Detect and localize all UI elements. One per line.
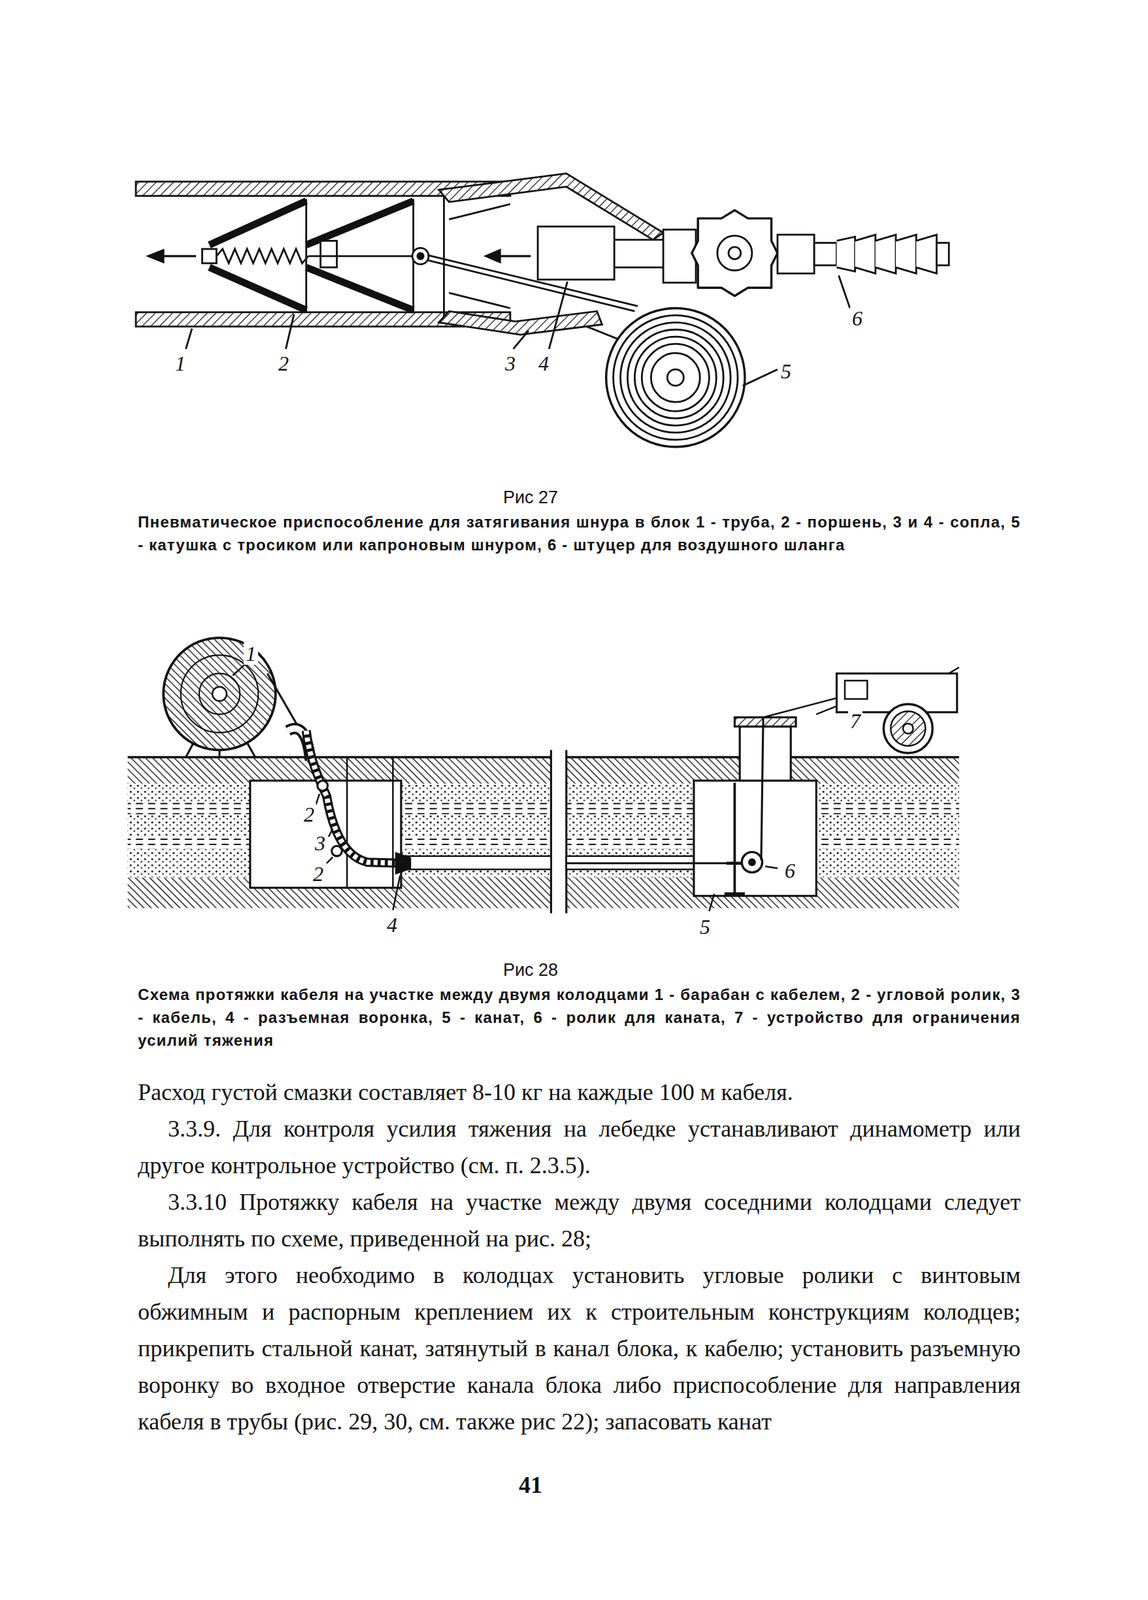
page-number: 41 [518, 1471, 543, 1498]
callout-number: 4 [384, 913, 400, 936]
pneumatic-device [135, 173, 949, 447]
figure-number: Рис 28 [503, 959, 558, 981]
callout-number: 4 [536, 352, 551, 375]
callout-number: 2 [276, 352, 291, 375]
callout-number: 1 [243, 642, 259, 665]
callout-number: 7 [848, 709, 863, 732]
callout-number: 2 [301, 803, 317, 826]
figure-caption: Пневматическое приспособление для затяги… [137, 510, 1021, 557]
callout-number: 5 [778, 360, 794, 383]
body-paragraph: Для этого необходимо в колодцах установи… [137, 1256, 1021, 1440]
callout-number: 3 [503, 352, 518, 375]
body-paragraph: 3.3.9. Для контроля усилия тяжения на ле… [137, 1110, 1021, 1184]
callout-number: 6 [782, 859, 798, 882]
callout-number: 6 [850, 307, 865, 330]
figure-caption: Схема протяжки кабеля на участке между д… [137, 982, 1021, 1052]
figure-number: Рис 27 [503, 486, 558, 508]
body-paragraph: Расход густой смазки составляет 8-10 кг … [137, 1073, 1021, 1111]
cable-pulling-scheme [127, 637, 959, 914]
callout-number: 1 [173, 352, 188, 375]
callout-number: 3 [312, 831, 328, 854]
body-text: Расход густой смазки составляет 8-10 кг … [137, 1073, 1021, 1440]
body-paragraph: 3.3.10 Протяжку кабеля на участке между … [137, 1183, 1021, 1257]
callout-number: 2 [311, 862, 326, 885]
callout-number: 5 [697, 915, 713, 938]
